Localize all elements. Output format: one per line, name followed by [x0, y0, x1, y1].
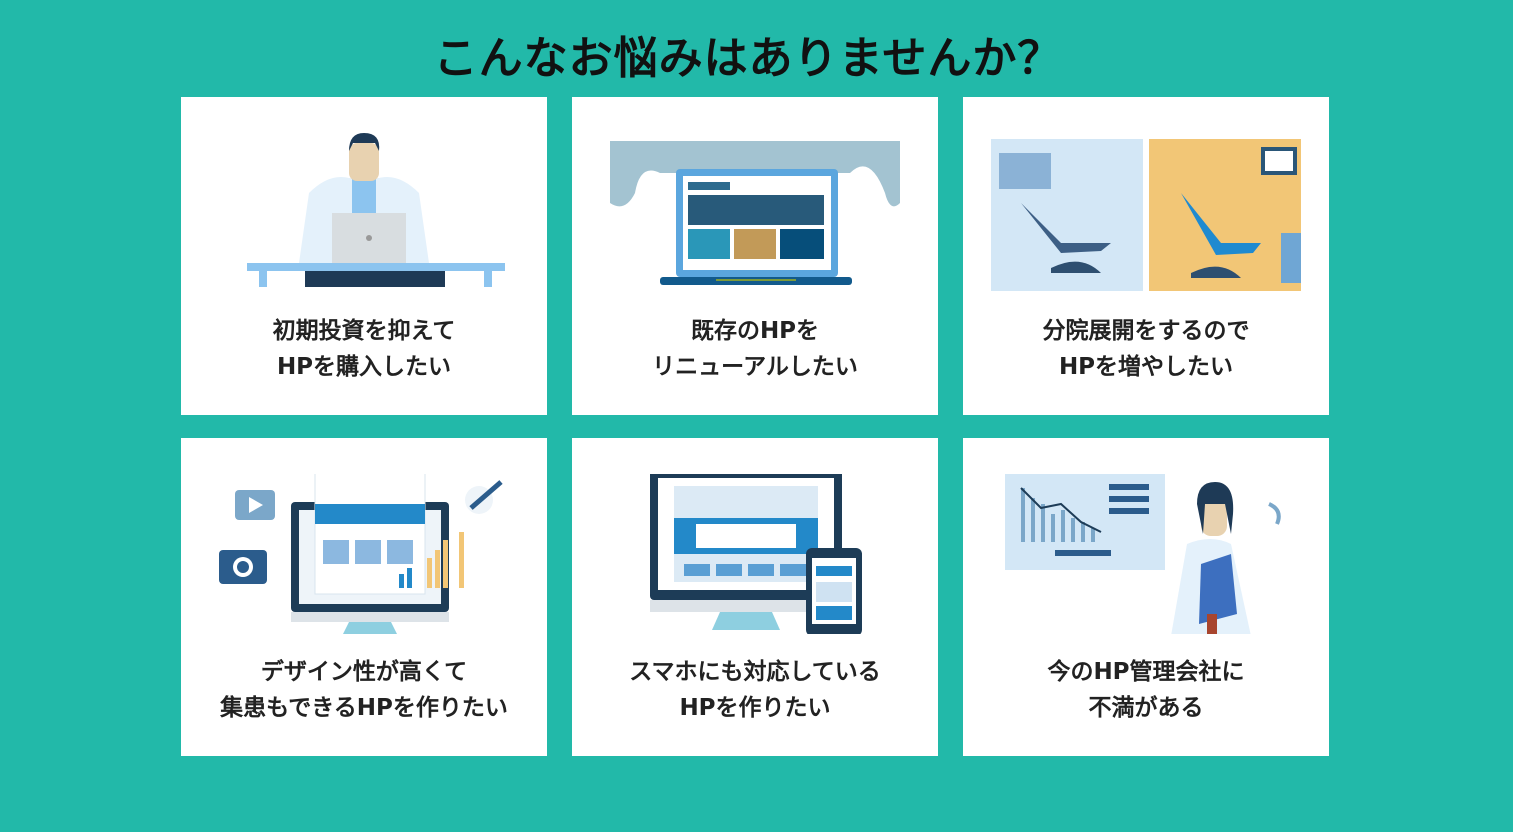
card-label-line: 集患もできるHPを作りたい — [220, 695, 508, 721]
card-label-line: デザイン性が高くて — [260, 659, 468, 685]
problem-card-renewal: 既存のHPをリニューアルしたい — [572, 97, 938, 415]
problem-card-initial-cost: 初期投資を抑えて HPを購入したい — [181, 97, 547, 415]
doctor-presentation-illustration — [1005, 474, 1281, 634]
card-label-line: リニューアルしたい — [652, 354, 858, 380]
problem-card-mobile: スマホにも対応している HPを作りたい — [572, 438, 938, 756]
dental-clinics-illustration — [991, 139, 1301, 291]
card-label-line: 不満がある — [1088, 695, 1204, 721]
card-label-line: 初期投資を抑えて — [272, 318, 456, 344]
responsive-devices-illustration — [650, 474, 862, 634]
card-label-line: 分院展開をするので — [1042, 318, 1250, 344]
problem-card-branch: 分院展開をするので HPを増やしたい — [963, 97, 1329, 415]
card-label-line: HPを増やしたい — [1058, 354, 1234, 380]
page-title: こんなお悩みはありませんか？ — [433, 33, 1063, 84]
card-label-line: HPを購入したい — [276, 354, 452, 380]
card-label-line: スマホにも対応している — [629, 659, 881, 685]
card-label-line: 既存のHPを — [690, 318, 820, 344]
laptop-website-illustration — [610, 141, 900, 285]
card-label-line: 今のHP管理会社に — [1047, 659, 1245, 685]
design-monitor-illustration — [219, 474, 503, 634]
problem-card-design: デザイン性が高くて集患もできるHPを作りたい — [181, 438, 547, 756]
card-label-line: HPを作りたい — [679, 695, 831, 721]
problem-card-dissatisfied: 今のHP管理会社に不満がある — [963, 438, 1329, 756]
doctor-laptop-illustration — [247, 133, 505, 287]
